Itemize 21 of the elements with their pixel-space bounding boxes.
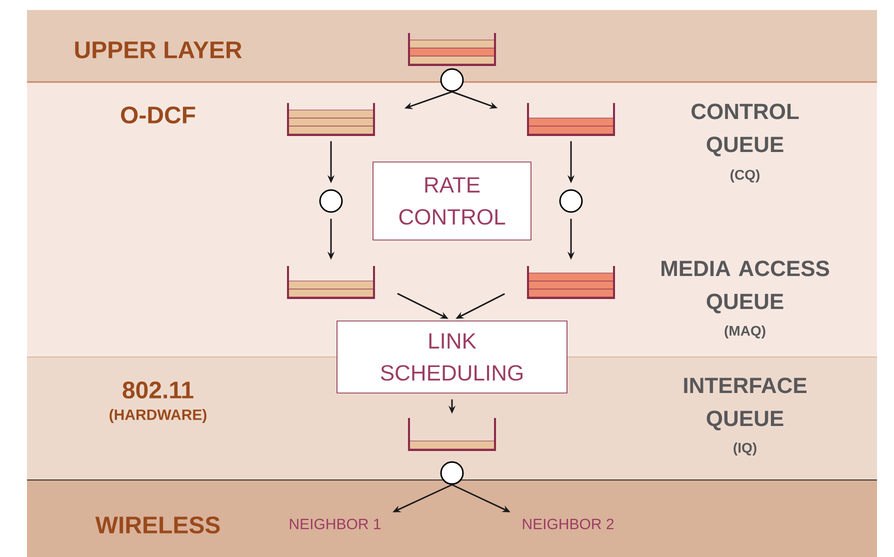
layer-label: (CQ) (730, 169, 760, 183)
circle (559, 189, 583, 213)
layer-label: (MAQ) (724, 325, 766, 339)
neighbor-label: NEIGHBOR 1 (290, 518, 381, 530)
layer-band: UPPER LAYER (27, 10, 877, 82)
layer-label: INTERFACE QUEUE (684, 378, 806, 430)
layer-label: MEDIA ACCESS QUEUE (662, 260, 830, 314)
queue-drawing (408, 418, 496, 451)
circle (440, 68, 464, 92)
queue-drawing (287, 266, 375, 299)
layer-label: CONTROL QUEUE (692, 104, 799, 156)
circle (319, 189, 343, 213)
circle (440, 461, 464, 485)
layer-label: (IQ) (734, 442, 756, 456)
process-box: LINK SCHEDULING (336, 320, 568, 394)
neighbor-label: NEIGHBOR 2 (522, 518, 614, 530)
queue-drawing (287, 103, 375, 136)
process-box: RATE CONTROL (372, 162, 532, 240)
queue-drawing (408, 33, 496, 66)
queue-drawing (527, 103, 615, 136)
queue-drawing (527, 266, 615, 299)
